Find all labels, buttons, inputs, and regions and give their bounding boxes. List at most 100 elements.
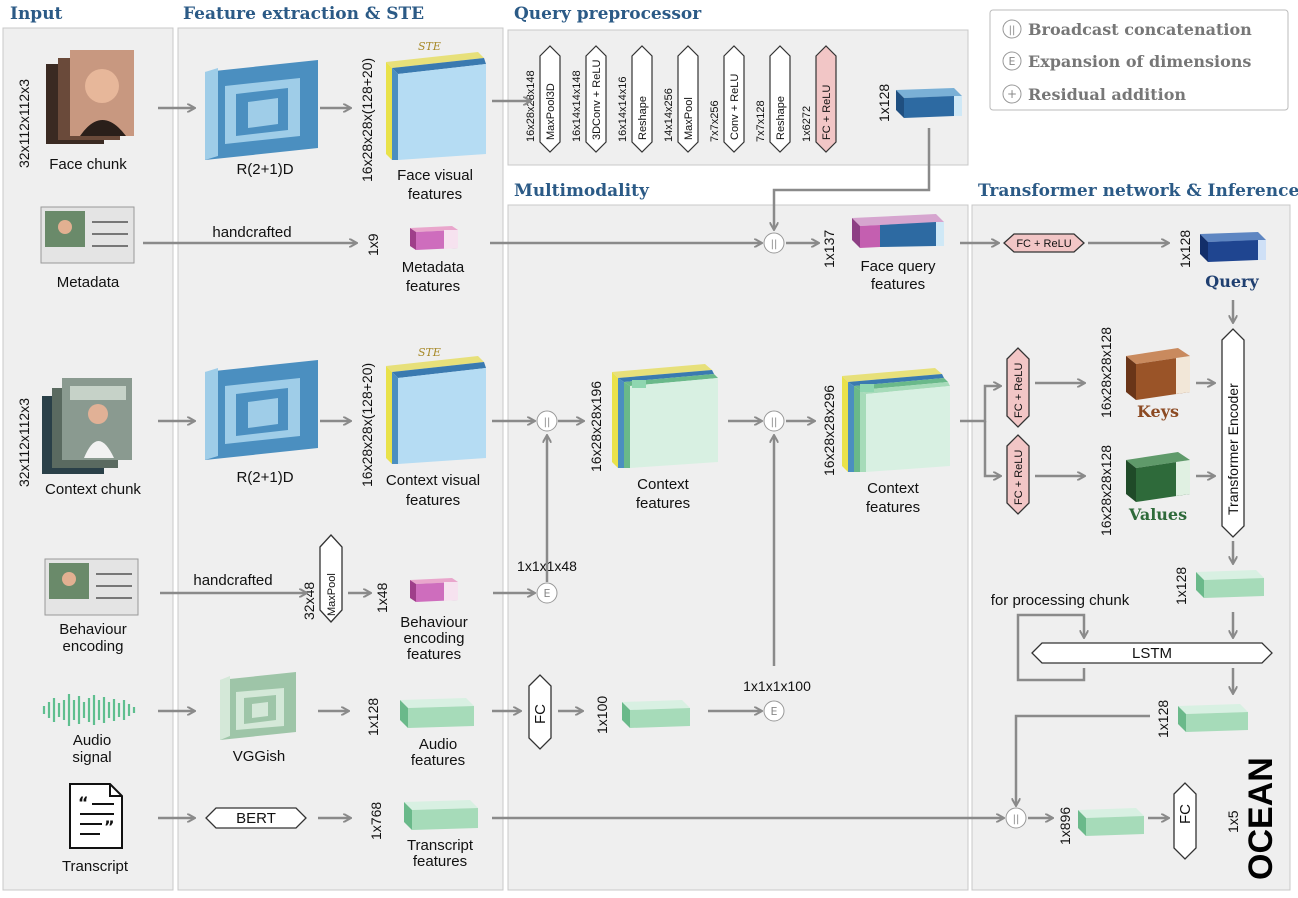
query-pre-dim-label: 1x6272	[801, 106, 813, 142]
transcript-label: Transcript	[62, 858, 129, 875]
face-visual-label-2: features	[408, 186, 462, 203]
output-dim: 1x5	[1225, 810, 1241, 833]
behaviour-feature-label-1: Behaviour	[400, 614, 468, 631]
legend-expansion: Expansion of dimensions	[1028, 52, 1251, 71]
context-visual-feature-slab	[386, 356, 486, 464]
transcript-dim: 1x768	[368, 802, 384, 840]
query-pre-op-label: MaxPool3D	[545, 83, 557, 140]
behaviour-image	[44, 558, 139, 616]
aud-expand-dim: 1x1x1x100	[743, 678, 811, 694]
r21d-context-block	[205, 360, 318, 460]
broadcast-concat-icon: ||	[1009, 25, 1016, 36]
query-pre-op-box	[769, 45, 791, 153]
tf-ctx-label-1: Context	[867, 480, 920, 497]
behaviour-feature-cube	[410, 578, 458, 602]
section-title-transformer: Transformer network & Inference	[978, 181, 1298, 201]
r21d-context-label: R(2+1)D	[236, 469, 293, 486]
residual-icon: +	[1007, 87, 1017, 101]
query-pre-op-box	[723, 45, 745, 153]
keys-fc-relu-label: FC + ReLU	[1013, 363, 1025, 418]
enc-out-dim: 1x128	[1173, 567, 1189, 605]
behaviour-label-1: Behaviour	[59, 621, 127, 638]
arrows	[143, 101, 1233, 818]
aud-expand-node	[763, 700, 785, 722]
bert-label: BERT	[236, 810, 276, 827]
query-pre-dim-label: 16x14x14x148	[571, 70, 583, 142]
audio-feature-label-1: Audio	[419, 736, 457, 753]
beh-expand-node	[536, 582, 558, 604]
context-visual-label-2: features	[406, 492, 460, 509]
aud-expand-symbol: E	[771, 705, 778, 718]
face-input-dim: 32x112x112x3	[16, 79, 32, 168]
values-label: Values	[1128, 505, 1187, 524]
audio-feature-label-2: features	[411, 752, 465, 769]
face-concat-symbol: ||	[771, 239, 778, 250]
final-fc-op	[1173, 782, 1197, 860]
ste-label-face: STE	[418, 40, 441, 53]
behaviour-feature-label-2: encoding	[404, 630, 465, 647]
face-visual-label-1: Face visual	[397, 167, 473, 184]
final-fc-label: FC	[1177, 804, 1194, 824]
svg-text:“: “	[78, 793, 89, 812]
lstm-op	[1031, 642, 1273, 664]
query-pre-op-label: Reshape	[775, 96, 787, 140]
audio-feature-cube	[400, 698, 474, 728]
query-pre-op-label: 3DConv + ReLU	[591, 60, 603, 140]
audio-label-2: signal	[72, 749, 111, 766]
tf-ctx-label-2: features	[866, 499, 920, 516]
face-visual-dim: 16x28x28x(128+20)	[359, 58, 375, 182]
face-chunk-label: Face chunk	[49, 156, 127, 173]
values-fc-relu-label: FC + ReLU	[1013, 450, 1025, 505]
r21d-face-block	[205, 60, 318, 160]
final-concat-symbol: ||	[1013, 814, 1020, 825]
query-pre-dim-label: 14x14x256	[663, 88, 675, 142]
audio-waveform-icon	[42, 694, 136, 726]
lstm-out-cube	[1178, 704, 1248, 732]
multimodality-panel	[507, 204, 969, 891]
enc-out-cube	[1196, 570, 1264, 598]
final-dim: 1x896	[1057, 807, 1073, 845]
metadata-feature-label-2: features	[406, 278, 460, 295]
values-dim: 16x28x28x128	[1098, 445, 1114, 536]
transcript-feature-label-1: Transcript	[407, 837, 474, 854]
query-pre-dim-label: 7x7x256	[709, 100, 721, 142]
behaviour-feature-label-3: features	[407, 646, 461, 663]
query-label: Query	[1205, 272, 1259, 291]
transcript-feature-cube	[404, 800, 478, 830]
face-query-label-2: features	[871, 276, 925, 293]
behaviour-label-2: encoding	[63, 638, 124, 655]
context-concat-node-1	[536, 410, 558, 432]
ocean-output-label: OCEAN	[1242, 757, 1280, 880]
face-chunk-image	[46, 50, 134, 144]
query-pre-op-box	[539, 45, 561, 153]
behaviour-input-dim: 32x48	[301, 582, 317, 620]
svg-text:”: ”	[104, 817, 115, 836]
multi-ctx-label-2: features	[636, 495, 690, 512]
query-pre-op-box	[677, 45, 699, 153]
audio-fc-out-dim: 1x100	[594, 696, 610, 734]
tf-ctx-dim: 16x28x28x296	[821, 385, 837, 476]
lstm-out-dim: 1x128	[1155, 700, 1171, 738]
audio-label-1: Audio	[73, 732, 111, 749]
section-title-query-pre: Query preprocessor	[514, 4, 702, 24]
keys-dim: 16x28x28x128	[1098, 327, 1114, 418]
expansion-icon: E	[1009, 55, 1016, 68]
face-query-dim: 1x137	[821, 230, 837, 268]
handcrafted-label-2: handcrafted	[193, 572, 272, 589]
query-pre-op-label: Conv + ReLU	[729, 74, 741, 140]
context-input-dim: 32x112x112x3	[16, 398, 32, 487]
context-chunk-label: Context chunk	[45, 481, 141, 498]
query-fc-relu-label: FC + ReLU	[1016, 238, 1071, 250]
context-concat-symbol-1: ||	[544, 417, 551, 428]
query-pre-op-label: FC + ReLU	[821, 85, 833, 140]
query-fc-relu-op	[1003, 233, 1085, 253]
query-pre-out-cube	[896, 88, 962, 118]
final-concat-cube	[1078, 808, 1144, 836]
audio-dim: 1x128	[365, 698, 381, 736]
section-title-input: Input	[10, 4, 63, 24]
section-title-multimodality: Multimodality	[514, 181, 650, 201]
metadata-feature-label-1: Metadata	[402, 259, 465, 276]
beh-expand-symbol: E	[544, 587, 551, 600]
